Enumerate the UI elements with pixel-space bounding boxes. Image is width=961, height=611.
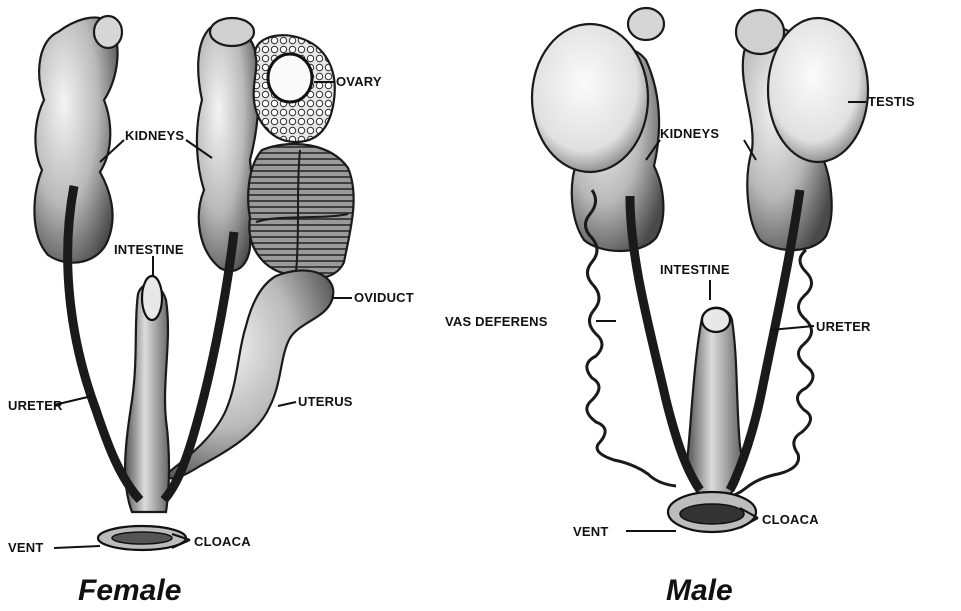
oviduct-coils bbox=[248, 144, 353, 279]
female-label-uterus: UTERUS bbox=[298, 394, 353, 409]
female-label-ovary: OVARY bbox=[336, 74, 382, 89]
male-label-cloaca: CLOACA bbox=[762, 512, 819, 527]
male-vent bbox=[680, 504, 744, 524]
male-left-testis bbox=[532, 24, 648, 172]
female-intestine-opening bbox=[142, 276, 162, 320]
male-right-testis bbox=[768, 18, 868, 162]
male-title: Male bbox=[666, 574, 733, 607]
female-label-intestine: INTESTINE bbox=[114, 242, 184, 257]
male-label-ureter: URETER bbox=[816, 319, 871, 334]
female-label-oviduct: OVIDUCT bbox=[354, 290, 414, 305]
female-label-cloaca: CLOACA bbox=[194, 534, 251, 549]
male-intestine bbox=[688, 308, 742, 494]
female-left-kidney-top bbox=[94, 16, 122, 48]
male-intestine-opening bbox=[702, 308, 730, 332]
ovary-large-follicle bbox=[268, 54, 312, 102]
female-uterus-leader bbox=[278, 402, 296, 406]
female-vent-leader bbox=[54, 546, 100, 548]
female-title: Female bbox=[78, 574, 181, 607]
male-diagram: TESTIS KIDNEYS INTESTINE VAS DEFERENS UR… bbox=[445, 8, 915, 607]
female-right-kidney-top bbox=[210, 18, 254, 46]
male-label-vas-deferens: VAS DEFERENS bbox=[445, 314, 548, 329]
female-vent bbox=[112, 532, 172, 544]
male-left-kidney-top bbox=[628, 8, 664, 40]
female-label-kidneys: KIDNEYS bbox=[125, 128, 184, 143]
male-label-intestine: INTESTINE bbox=[660, 262, 730, 277]
male-label-vent: VENT bbox=[573, 524, 608, 539]
female-diagram: KIDNEYS OVARY INTESTINE OVIDUCT URETER U… bbox=[8, 16, 414, 607]
female-label-vent: VENT bbox=[8, 540, 43, 555]
female-label-ureter: URETER bbox=[8, 398, 63, 413]
male-label-testis: TESTIS bbox=[868, 94, 915, 109]
female-left-kidney bbox=[34, 17, 117, 262]
male-label-kidneys: KIDNEYS bbox=[660, 126, 719, 141]
